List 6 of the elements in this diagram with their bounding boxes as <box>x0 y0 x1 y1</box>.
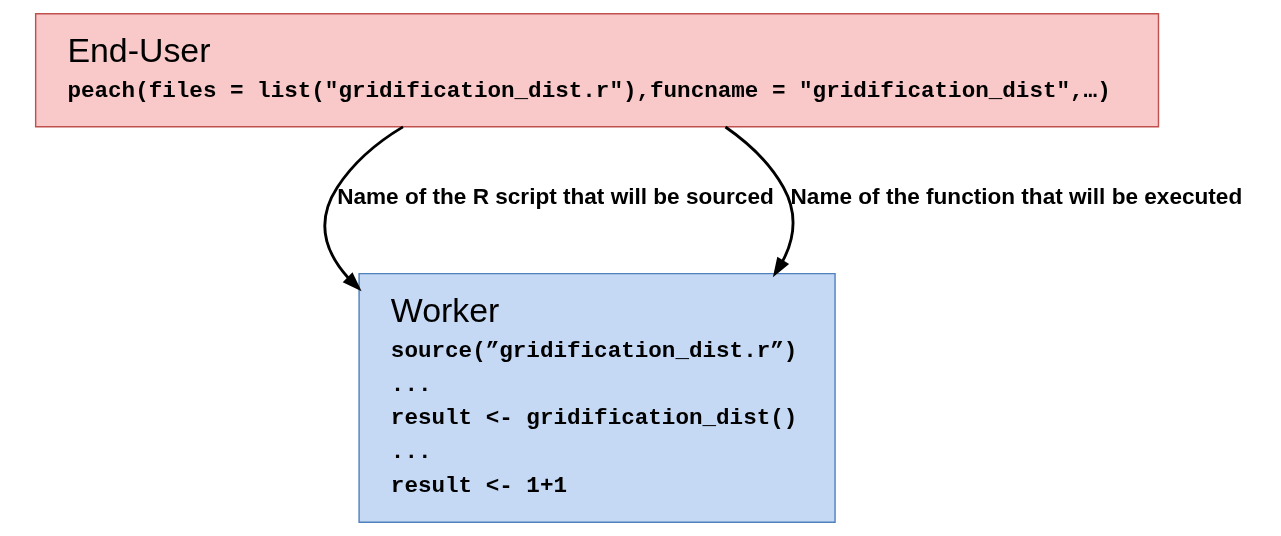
edge-label: Name of the R script that will be sourced <box>337 184 774 210</box>
arrow <box>323 125 404 292</box>
node-box: End-User peach(files = list("gridification_dist.r"),funcname = "gridification_dist",…) <box>34 13 1160 128</box>
arrow <box>724 125 795 278</box>
node-box: Worker source(”gridification_dist.r”) ... result <- gridification_dist() ... result <- 1+1 <box>358 272 836 523</box>
edge-label: Name of the function that will be executed <box>790 184 1243 210</box>
